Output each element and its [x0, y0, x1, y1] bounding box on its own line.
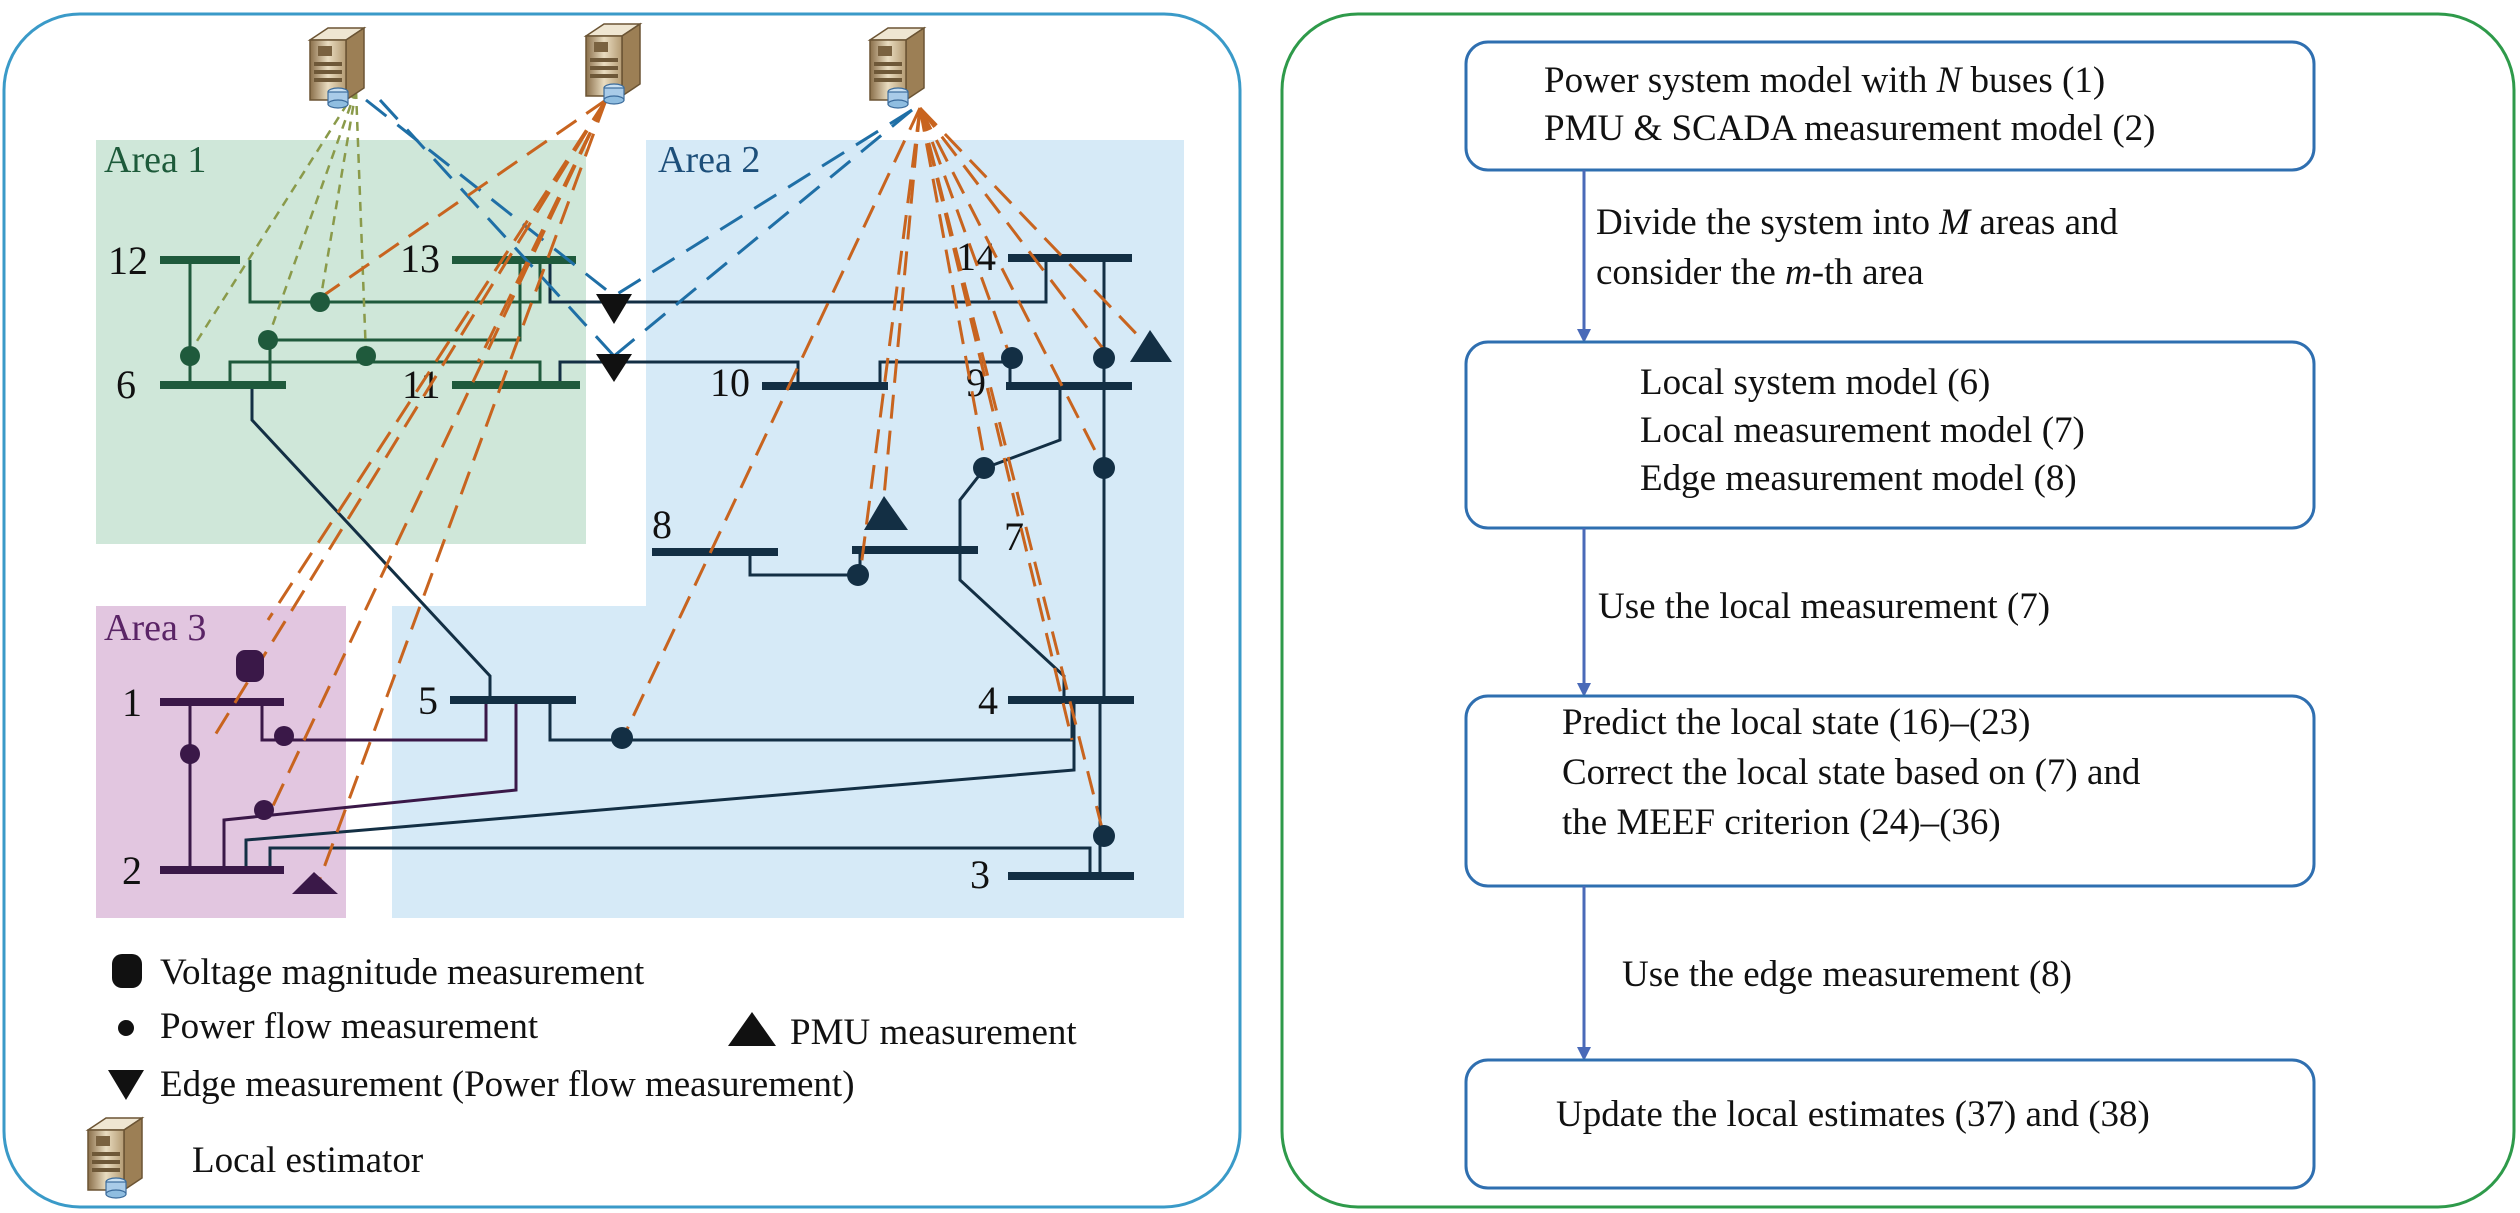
pmu-triangle-icon [728, 1012, 776, 1046]
line-11-10 [558, 360, 800, 386]
flow-box-4-line-1: Update the local estimates (37) and (38) [1556, 1094, 2150, 1135]
pmu-triangle-icon [292, 872, 338, 894]
flow-box-1-line-1: Power system model with N buses (1) [1544, 60, 2105, 101]
flow-box-3-line-2: Correct the local state based on (7) and [1562, 752, 2141, 793]
power-flow-dot-icon [356, 346, 376, 366]
power-flow-dot-icon [1001, 347, 1023, 369]
edge-triangle-down-icon [596, 294, 632, 324]
flow-step-1-line-2: consider the m-th area [1596, 252, 1924, 293]
power-flow-dot-icon [258, 330, 278, 350]
line-2-4 [244, 700, 1076, 870]
line-6-13 [268, 260, 522, 385]
line-13-14 [548, 258, 1048, 304]
line-6-11 [228, 360, 542, 385]
measurements [180, 292, 1172, 894]
power-flow-dot-icon [1093, 825, 1115, 847]
area3-lines [188, 700, 518, 870]
buses [160, 254, 1134, 880]
voltage-square-icon [236, 650, 264, 682]
bus-label-1: 1 [122, 680, 142, 725]
flow-step-1-line-1: Divide the system into M areas and [1596, 202, 2118, 243]
area2-region [392, 140, 1184, 918]
flow-step-3: Use the edge measurement (8) [1622, 954, 2072, 995]
power-flow-dot-icon [310, 292, 330, 312]
right-panel [1280, 12, 2516, 1209]
line-7-4 [958, 552, 1066, 700]
bus-label-6: 6 [116, 362, 136, 407]
legend-pmu: PMU measurement [790, 1012, 1077, 1053]
flow-box-1 [1464, 40, 2316, 172]
power-flow-dot-icon [1093, 347, 1115, 369]
bus-label-4: 4 [978, 678, 998, 723]
flow-box-2-line-1: Local system model (6) [1640, 362, 1990, 403]
flow-box-3-line-3: the MEEF criterion (24)–(36) [1562, 802, 2001, 843]
server-icon [869, 27, 925, 109]
bus-label-2: 2 [122, 848, 142, 893]
area3-label: Area 3 [104, 607, 206, 649]
line-2-3 [268, 846, 1092, 876]
flow-box-2-line-3: Edge measurement model (8) [1640, 458, 2077, 499]
edge-triangle-down-icon [596, 354, 632, 382]
power-flow-dot-icon [1093, 457, 1115, 479]
power-flow-dot-icon [118, 1020, 134, 1036]
voltage-square-icon [112, 954, 142, 988]
bus-label-12: 12 [108, 238, 148, 283]
server-icon [585, 23, 641, 105]
bus-label-7: 7 [1004, 514, 1024, 559]
legend-edge: Edge measurement (Power flow measurement… [160, 1064, 855, 1105]
area2-lines [244, 258, 1106, 876]
edge-triangle-down-icon [108, 1070, 144, 1100]
line-6-5 [250, 385, 492, 700]
flow-box-2 [1464, 340, 2316, 530]
links-orange [210, 98, 1150, 885]
links-green [188, 89, 368, 357]
line-7-8 [748, 552, 862, 577]
server-icon [87, 1117, 143, 1199]
left-panel [2, 12, 1242, 1209]
links-blue [365, 98, 913, 358]
bus-label-5: 5 [418, 678, 438, 723]
power-flow-dot-icon [180, 346, 200, 366]
power-flow-dot-icon [274, 726, 294, 746]
power-flow-dot-icon [611, 727, 633, 749]
area1-region [96, 140, 586, 544]
pmu-triangle-icon [1130, 330, 1172, 362]
flow-box-3-line-1: Predict the local state (16)–(23) [1562, 702, 2031, 743]
flow-box-4 [1464, 1058, 2316, 1190]
flowchart: Power system model with N buses (1) PMU … [1464, 40, 2316, 1190]
area1-label: Area 1 [104, 139, 206, 181]
power-flow-dot-icon [847, 564, 869, 586]
flow-step-2: Use the local measurement (7) [1598, 586, 2050, 627]
bus-label-10: 10 [710, 360, 750, 405]
flow-box-2-line-2: Local measurement model (7) [1640, 410, 2085, 451]
line-1-5 [260, 700, 488, 742]
power-flow-dot-icon [180, 744, 200, 764]
bus-label-3: 3 [970, 852, 990, 897]
line-2-5 [222, 700, 518, 870]
line-5-4 [548, 700, 1074, 742]
bus-label-14: 14 [956, 234, 996, 279]
flow-box-1-line-2: PMU & SCADA measurement model (2) [1544, 108, 2155, 149]
legend-estimator: Local estimator [192, 1140, 423, 1181]
bus-label-8: 8 [652, 502, 672, 547]
area2-label: Area 2 [658, 139, 760, 181]
line-10-9 [878, 360, 1012, 386]
pmu-triangle-icon [864, 496, 908, 530]
bus-label-13: 13 [400, 236, 440, 281]
legend-voltage: Voltage magnitude measurement [160, 952, 645, 993]
power-flow-dot-icon [254, 800, 274, 820]
power-flow-dot-icon [973, 457, 995, 479]
flow-box-3 [1464, 694, 2316, 888]
legend-power-flow: Power flow measurement [160, 1006, 539, 1047]
legend: Voltage magnitude measurement Power flow… [87, 952, 1077, 1199]
